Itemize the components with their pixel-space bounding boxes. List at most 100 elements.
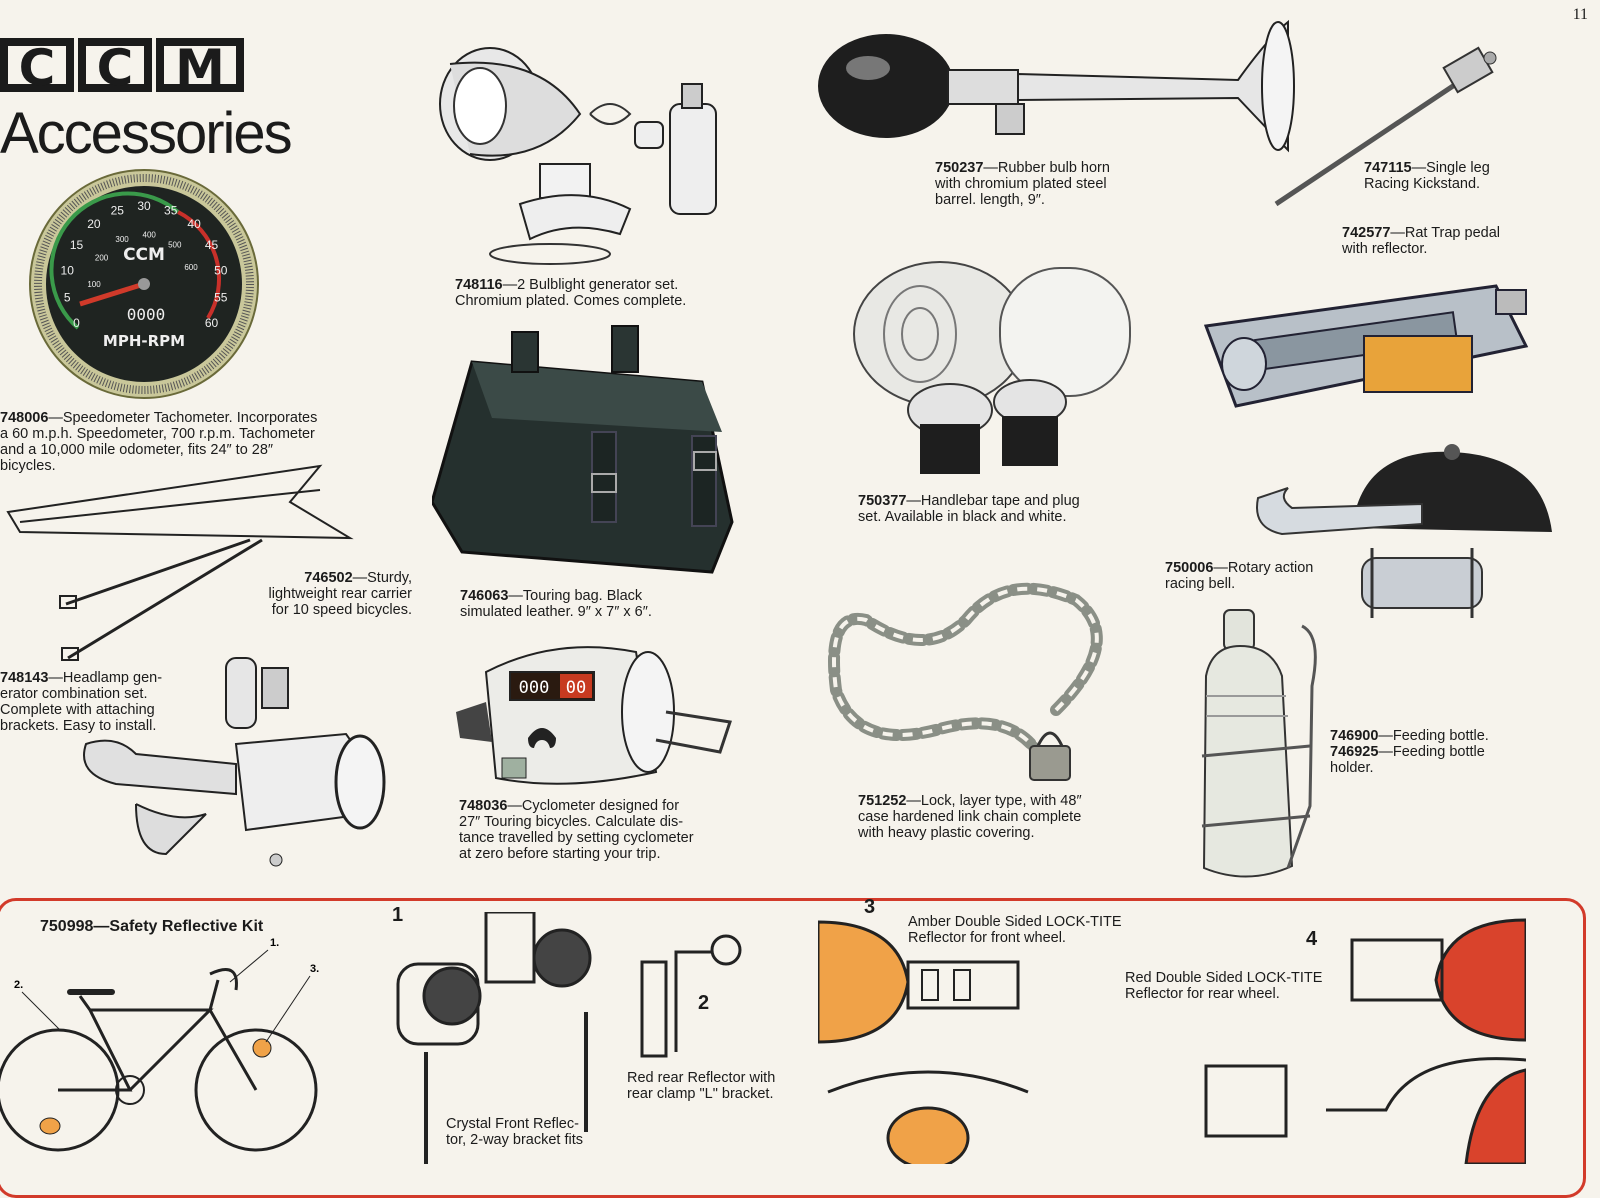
logo-letter-text: C xyxy=(8,43,66,93)
caption-line: 746900—Feeding bottle. xyxy=(1330,728,1590,744)
caption-kickstand: 747115—Single leg Racing Kickstand. xyxy=(1364,160,1594,192)
caption-text: —Rat Trap pedal xyxy=(1390,225,1501,241)
caption-line: 748143—Headlamp gen- xyxy=(0,670,200,686)
generator-set-illustration xyxy=(439,47,717,265)
caption-line: Red Double Sided LOCK-TITE xyxy=(1125,970,1323,986)
product-code: 750377 xyxy=(858,493,907,509)
rpm-tick-label: 300 xyxy=(115,235,129,244)
speed-tick-label: 15 xyxy=(70,238,84,252)
caption-line: case hardened link chain complete xyxy=(858,809,1082,825)
kit-title: 750998—Safety Reflective Kit xyxy=(40,918,264,935)
callout-1: 1. xyxy=(270,937,279,949)
product-code: 748143 xyxy=(0,670,49,686)
caption-step-2: Red rear Reflector with rear clamp "L" b… xyxy=(627,1070,827,1102)
product-code: 742577 xyxy=(1342,225,1391,241)
product-code: 751252 xyxy=(858,793,907,809)
caption-rear-carrier: 746502—Sturdy, lightweight rear carrier … xyxy=(200,570,412,618)
caption-text: —Touring bag. Black xyxy=(508,588,643,604)
speed-tick-label: 35 xyxy=(164,204,178,218)
rpm-tick-label: 100 xyxy=(87,280,101,289)
caption-line: barrel. length, 9″. xyxy=(935,192,1045,208)
rear-reflector-illustration xyxy=(640,934,742,1058)
speed-tick-label: 40 xyxy=(187,217,201,231)
caption-line: 27″ Touring bicycles. Calculate dis- xyxy=(459,814,684,830)
caption-line: Red rear Reflector with xyxy=(627,1070,776,1086)
caption-line: tance travelled by setting cyclometer xyxy=(459,830,694,846)
caption-lock: 751252—Lock, layer type, with 48″ case h… xyxy=(858,793,1158,841)
speed-tick-label: 0 xyxy=(73,316,80,330)
callout-2: 2. xyxy=(14,979,23,991)
red-wheel-reflector-illustration xyxy=(1204,918,1526,1164)
product-code: 746925 xyxy=(1330,744,1379,760)
caption-line: erator combination set. xyxy=(0,686,148,702)
kickstand-illustration xyxy=(1274,46,1497,207)
caption-line: 746063—Touring bag. Black xyxy=(460,588,740,604)
logo-letter-text: C xyxy=(86,43,144,93)
rpm-tick-label: 500 xyxy=(168,241,182,250)
caption-line: holder. xyxy=(1330,760,1374,776)
caption-line: Crystal Front Reflec- xyxy=(446,1116,579,1132)
caption-line: 750006—Rotary action xyxy=(1165,560,1365,576)
logo-letter-c2: C xyxy=(78,38,152,93)
caption-touring-bag: 746063—Touring bag. Black simulated leat… xyxy=(460,588,740,620)
speed-tick-label: 30 xyxy=(137,199,151,213)
caption-line: 748116—2 Bulblight generator set. xyxy=(455,277,755,293)
caption-text: —Feeding bottle xyxy=(1378,744,1485,760)
cyclometer-illustration: 000 00 xyxy=(456,646,732,785)
rpm-tick-label: 400 xyxy=(143,230,157,239)
caption-line: and a 10,000 mile odometer, fits 24″ to … xyxy=(0,442,274,458)
caption-text: —2 Bulblight generator set. xyxy=(502,277,679,293)
caption-line: racing bell. xyxy=(1165,576,1236,592)
product-code: 746063 xyxy=(460,588,509,604)
rpm-tick-label: 600 xyxy=(184,263,198,272)
speedometer-brand: CCM xyxy=(123,245,165,265)
speedometer-odometer: 0000 xyxy=(127,305,166,324)
caption-line: 747115—Single leg xyxy=(1364,160,1594,176)
caption-line: Racing Kickstand. xyxy=(1364,176,1481,192)
speed-tick-label: 5 xyxy=(64,291,71,305)
speed-tick-label: 50 xyxy=(214,264,228,278)
caption-text: —Lock, layer type, with 48″ xyxy=(906,793,1082,809)
touring-bag-illustration xyxy=(432,325,734,574)
caption-text: —Rotary action xyxy=(1213,560,1314,576)
speed-tick-label: 45 xyxy=(205,238,219,252)
horn-illustration xyxy=(818,19,1295,153)
caption-step-1: Crystal Front Reflec- tor, 2-way bracket… xyxy=(446,1116,646,1148)
step-4-number: 4 xyxy=(1306,928,1318,950)
bottle-illustration xyxy=(1201,609,1317,878)
caption-racing-bell: 750006—Rotary action racing bell. xyxy=(1165,560,1365,592)
caption-line: 748036—Cyclometer designed for xyxy=(459,798,759,814)
caption-bottle: 746900—Feeding bottle. 746925—Feeding bo… xyxy=(1330,728,1590,776)
rpm-tick-label: 200 xyxy=(95,254,109,263)
caption-line: lightweight rear carrier xyxy=(268,586,412,602)
speed-tick-label: 20 xyxy=(87,217,101,231)
caption-text: —Speedometer Tachometer. Incorporates xyxy=(48,410,318,426)
caption-line: Reflector for rear wheel. xyxy=(1125,986,1280,1002)
caption-line: Complete with attaching xyxy=(0,702,155,718)
callout-3: 3. xyxy=(310,963,319,975)
caption-line: tor, 2-way bracket fits xyxy=(446,1132,583,1148)
product-code: 748116 xyxy=(455,277,503,293)
caption-line: Chromium plated. Comes complete. xyxy=(455,293,687,309)
rear-carrier-illustration xyxy=(6,464,354,661)
caption-line: 748006—Speedometer Tachometer. Incorpora… xyxy=(0,410,370,426)
step-3-number: 3 xyxy=(864,896,876,918)
cyclometer-counter: 000 xyxy=(519,678,550,698)
caption-horn: 750237—Rubber bulb horn with chromium pl… xyxy=(935,160,1175,208)
headlamp-generator-illustration xyxy=(83,657,386,867)
caption-line: 746925—Feeding bottle xyxy=(1330,744,1590,760)
caption-text: —Feeding bottle. xyxy=(1378,728,1489,744)
cyclometer-counter-red: 00 xyxy=(566,678,586,698)
caption-line: bicycles. xyxy=(0,458,56,474)
caption-line: set. Available in black and white. xyxy=(858,509,1067,525)
caption-cyclometer: 748036—Cyclometer designed for 27″ Touri… xyxy=(459,798,759,862)
amber-wheel-reflector-illustration xyxy=(818,920,1029,1164)
caption-handlebar-tape: 750377—Handlebar tape and plug set. Avai… xyxy=(858,493,1158,525)
caption-pedal: 742577—Rat Trap pedal with reflector. xyxy=(1342,225,1582,257)
caption-line: rear clamp "L" bracket. xyxy=(627,1086,774,1102)
speed-tick-label: 60 xyxy=(205,316,219,330)
front-reflector-illustration xyxy=(396,912,592,1164)
caption-step-4: Red Double Sided LOCK-TITE Reflector for… xyxy=(1125,970,1385,1002)
